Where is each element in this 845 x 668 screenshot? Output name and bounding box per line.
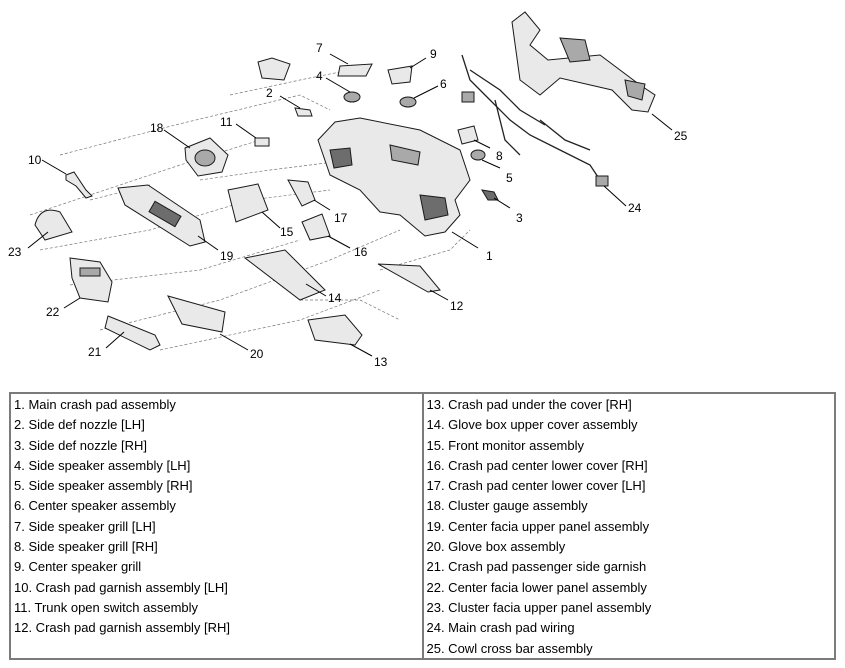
callout-22: 22 — [46, 305, 60, 319]
callout-17: 17 — [334, 211, 348, 225]
bracket-top-left — [257, 57, 291, 81]
callout-19: 19 — [220, 249, 234, 263]
part-13-under-cover-rh — [307, 314, 363, 346]
part-2-def-nozzle-lh — [294, 107, 313, 117]
legend-item: 17. Crash pad center lower cover [LH] — [426, 478, 646, 494]
legend-item: 7. Side speaker grill [LH] — [14, 518, 156, 534]
legend-item: 21. Crash pad passenger side garnish — [426, 559, 647, 575]
part-11-trunk-switch — [254, 137, 270, 147]
part-1-center-vent — [389, 144, 421, 166]
legend-item: 22. Center facia lower panel assembly — [426, 579, 647, 595]
part-15-front-monitor — [227, 183, 269, 223]
exploded-parts-diagram: 1 2 3 4 5 6 7 8 9 10 11 12 13 14 15 16 1… — [8, 11, 688, 369]
callout-2: 2 — [266, 86, 273, 100]
legend-item: 1. Main crash pad assembly — [14, 397, 176, 412]
part-5-speaker-rh — [470, 149, 486, 161]
legend-item: 16. Crash pad center lower cover [RH] — [426, 457, 648, 473]
callout-20: 20 — [250, 347, 264, 361]
callout-8: 8 — [496, 149, 503, 163]
parts-legend-table: 1. Main crash pad assembly 2. Side def n… — [9, 392, 836, 660]
part-24-main-crash-pad-wiring — [461, 54, 609, 187]
callout-1: 1 — [486, 249, 493, 263]
callout-7: 7 — [316, 41, 323, 55]
legend-item: 19. Center facia upper panel assembly — [426, 518, 650, 534]
legend-item: 8. Side speaker grill [RH] — [14, 539, 158, 555]
callout-16: 16 — [354, 245, 368, 259]
callout-12: 12 — [450, 299, 464, 313]
callout-9: 9 — [430, 47, 437, 61]
part-22-detail — [79, 267, 101, 277]
part-4-speaker-lh — [343, 91, 361, 103]
part-22-center-facia-lower — [69, 257, 113, 303]
part-21-passenger-garnish — [104, 315, 161, 351]
legend-item: 25. Cowl cross bar assembly — [426, 640, 593, 656]
callout-6: 6 — [440, 77, 447, 91]
leader-lines — [27, 53, 673, 357]
callout-23: 23 — [8, 245, 22, 259]
part-17-lower-cover-lh — [287, 179, 316, 207]
callout-3: 3 — [516, 211, 523, 225]
legend-item: 12. Crash pad garnish assembly [RH] — [14, 620, 231, 636]
part-9-center-grill — [387, 65, 413, 85]
legend-item: 5. Side speaker assembly [RH] — [14, 478, 193, 494]
legend-item: 4. Side speaker assembly [LH] — [14, 457, 191, 473]
legend-item: 3. Side def nozzle [RH] — [14, 437, 147, 453]
part-8-grill-rh — [457, 125, 479, 145]
wiring-connector-end — [595, 175, 609, 187]
callout-18: 18 — [150, 121, 164, 135]
callout-5: 5 — [506, 171, 513, 185]
part-1-left-section — [329, 147, 353, 169]
legend-item: 15. Front monitor assembly — [426, 437, 585, 453]
callout-13: 13 — [374, 355, 388, 369]
part-7-grill-lh — [337, 63, 373, 77]
legend-item: 6. Center speaker assembly — [14, 498, 176, 514]
legend-column-right: 13. Crash pad under the cover [RH] 14. G… — [421, 394, 835, 658]
callout-24: 24 — [628, 201, 642, 215]
callout-11: 11 — [220, 115, 233, 129]
part-18-detail — [194, 149, 216, 167]
legend-item: 14. Glove box upper cover assembly — [426, 417, 638, 433]
legend-item: 11. Trunk open switch assembly — [14, 599, 199, 615]
callout-15: 15 — [280, 225, 294, 239]
part-20-glove-box — [167, 295, 226, 333]
part-25-cowl-cross-bar — [511, 11, 656, 113]
legend-item: 20. Glove box assembly — [426, 539, 566, 555]
legend-item: 13. Crash pad under the cover [RH] — [426, 397, 632, 412]
callout-10: 10 — [28, 153, 42, 167]
callout-labels: 1 2 3 4 5 6 7 8 9 10 11 12 13 14 15 16 1… — [8, 41, 688, 369]
part-6-center-speaker — [399, 96, 417, 108]
callout-25: 25 — [674, 129, 688, 143]
part-16-lower-cover-rh — [301, 213, 331, 241]
legend-item: 10. Crash pad garnish assembly [LH] — [14, 579, 228, 595]
legend-item: 18. Cluster gauge assembly — [426, 498, 588, 514]
part-23-cluster-facia — [34, 209, 73, 241]
wiring-connector — [461, 91, 475, 103]
legend-column-left: 1. Main crash pad assembly 2. Side def n… — [11, 394, 422, 658]
part-12-garnish-rh — [377, 263, 441, 293]
legend-item: 9. Center speaker grill — [14, 559, 142, 575]
legend-item: 2. Side def nozzle [LH] — [14, 417, 145, 433]
part-19-detail — [148, 200, 182, 228]
callout-4: 4 — [316, 69, 323, 83]
part-14-glove-box-upper — [243, 249, 326, 301]
legend-item: 24. Main crash pad wiring — [426, 620, 575, 636]
callout-21: 21 — [88, 345, 102, 359]
legend-item: 23. Cluster facia upper panel assembly — [426, 599, 652, 615]
part-10-garnish-lh — [65, 171, 93, 199]
callout-14: 14 — [328, 291, 342, 305]
part-1-right-section — [419, 194, 449, 221]
